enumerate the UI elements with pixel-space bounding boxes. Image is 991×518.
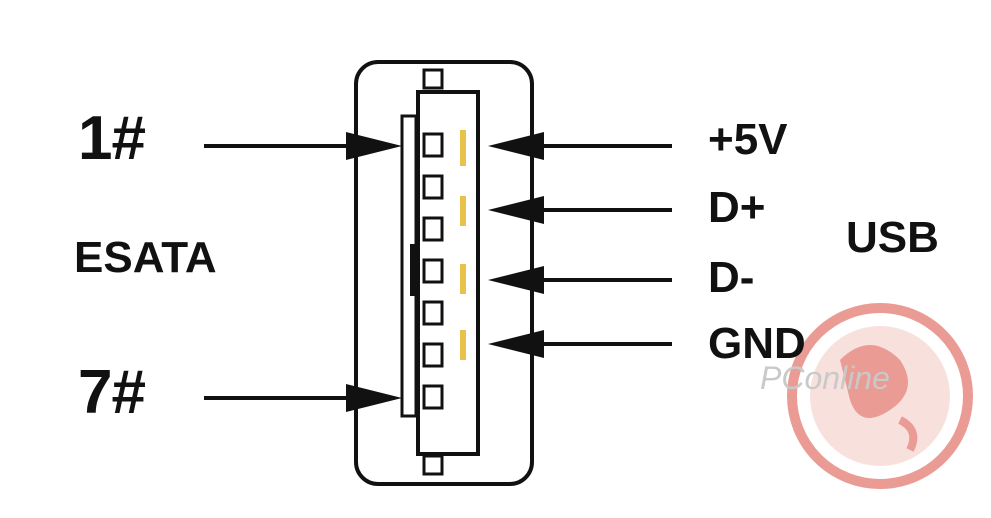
usb-pin-dplus-label: D+ bbox=[708, 183, 766, 232]
connector-top-tab bbox=[422, 68, 444, 90]
arrow-gnd-head bbox=[488, 330, 544, 358]
usb-contact bbox=[460, 130, 466, 166]
connector-inner-port bbox=[416, 90, 480, 456]
arrow-5v-head bbox=[488, 132, 544, 160]
esata-pin-first-label: 1# bbox=[78, 104, 146, 173]
usb-pin-5v-label: +5V bbox=[708, 115, 788, 164]
usb-contacts bbox=[460, 130, 466, 360]
esata-pin-cell bbox=[422, 342, 444, 368]
arrow-pin1-head bbox=[346, 132, 402, 160]
arrow-dp-head bbox=[488, 196, 544, 224]
connector-clip bbox=[410, 244, 418, 296]
esata-pin-cells bbox=[422, 132, 444, 410]
usb-pin-dminus-label: D- bbox=[708, 253, 755, 302]
usb-label: USB bbox=[846, 213, 939, 262]
esata-pin-cell bbox=[422, 132, 444, 158]
usb-contact bbox=[460, 196, 466, 226]
brand-watermark: PConline bbox=[760, 360, 890, 396]
usb-contact bbox=[460, 264, 466, 294]
esata-pin-cell bbox=[422, 216, 444, 242]
seal-watermark-icon bbox=[787, 303, 973, 489]
arrow-dm-head bbox=[488, 266, 544, 294]
esata-pin-cell bbox=[422, 174, 444, 200]
esata-pin-last-label: 7# bbox=[78, 358, 146, 427]
esata-arrows bbox=[204, 132, 402, 412]
usb-arrows bbox=[488, 132, 672, 358]
esata-pin-cell bbox=[422, 300, 444, 326]
usb-contact bbox=[460, 330, 466, 360]
esata-label: ESATA bbox=[74, 233, 217, 282]
esata-pin-cell bbox=[422, 384, 444, 410]
esata-pin-cell bbox=[422, 258, 444, 284]
usb-pin-gnd-label: GND bbox=[708, 319, 806, 368]
arrow-pin7-head bbox=[346, 384, 402, 412]
connector-outer-shell bbox=[354, 60, 534, 486]
connector-bottom-tab bbox=[422, 454, 444, 476]
